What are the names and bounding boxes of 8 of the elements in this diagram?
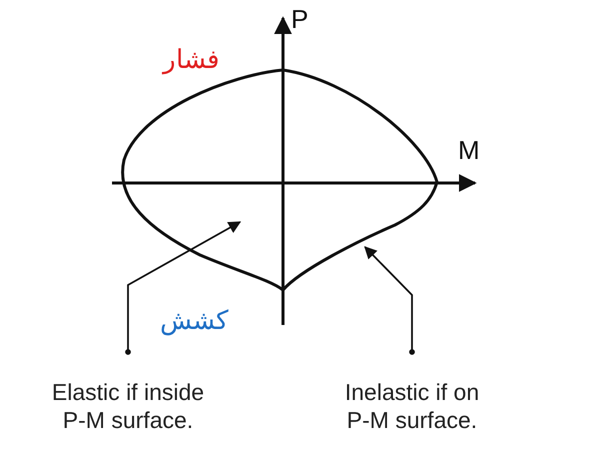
axis-label: P <box>291 4 308 34</box>
axis-label: M <box>458 135 480 165</box>
leader-line <box>125 221 242 355</box>
leader-line <box>364 246 415 355</box>
annotation-text: Inelastic if on P-M surface. <box>322 378 502 434</box>
axis-label: کشش <box>160 305 228 335</box>
axis-label: فشار <box>163 44 219 74</box>
annotation-text: Elastic if inside P-M surface. <box>28 378 228 434</box>
